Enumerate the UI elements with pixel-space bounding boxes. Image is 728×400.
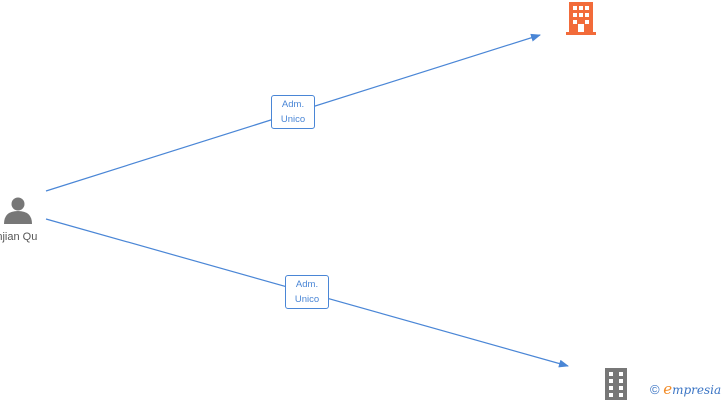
edge-label-bottom[interactable]: Adm. Unico: [285, 275, 329, 309]
edge-label-line1: Adm.: [281, 99, 305, 110]
brand-logo: empresia: [663, 380, 722, 398]
edge-label-line2: Unico: [294, 294, 320, 305]
person-name-label[interactable]: Anjian Qu: [0, 231, 38, 243]
brand-initial: e: [663, 380, 673, 398]
copyright-symbol: ©: [650, 382, 660, 397]
brand-name: mpresia: [672, 383, 722, 397]
person-icon[interactable]: [4, 197, 32, 225]
edge-label-line1: Adm.: [295, 279, 319, 290]
building-icon[interactable]: [605, 368, 627, 400]
copyright-notice: © empresia: [650, 380, 721, 398]
edge-label-line2: Unico: [280, 114, 306, 125]
edge-label-top[interactable]: Adm. Unico: [271, 95, 315, 129]
building-icon[interactable]: [566, 2, 596, 35]
